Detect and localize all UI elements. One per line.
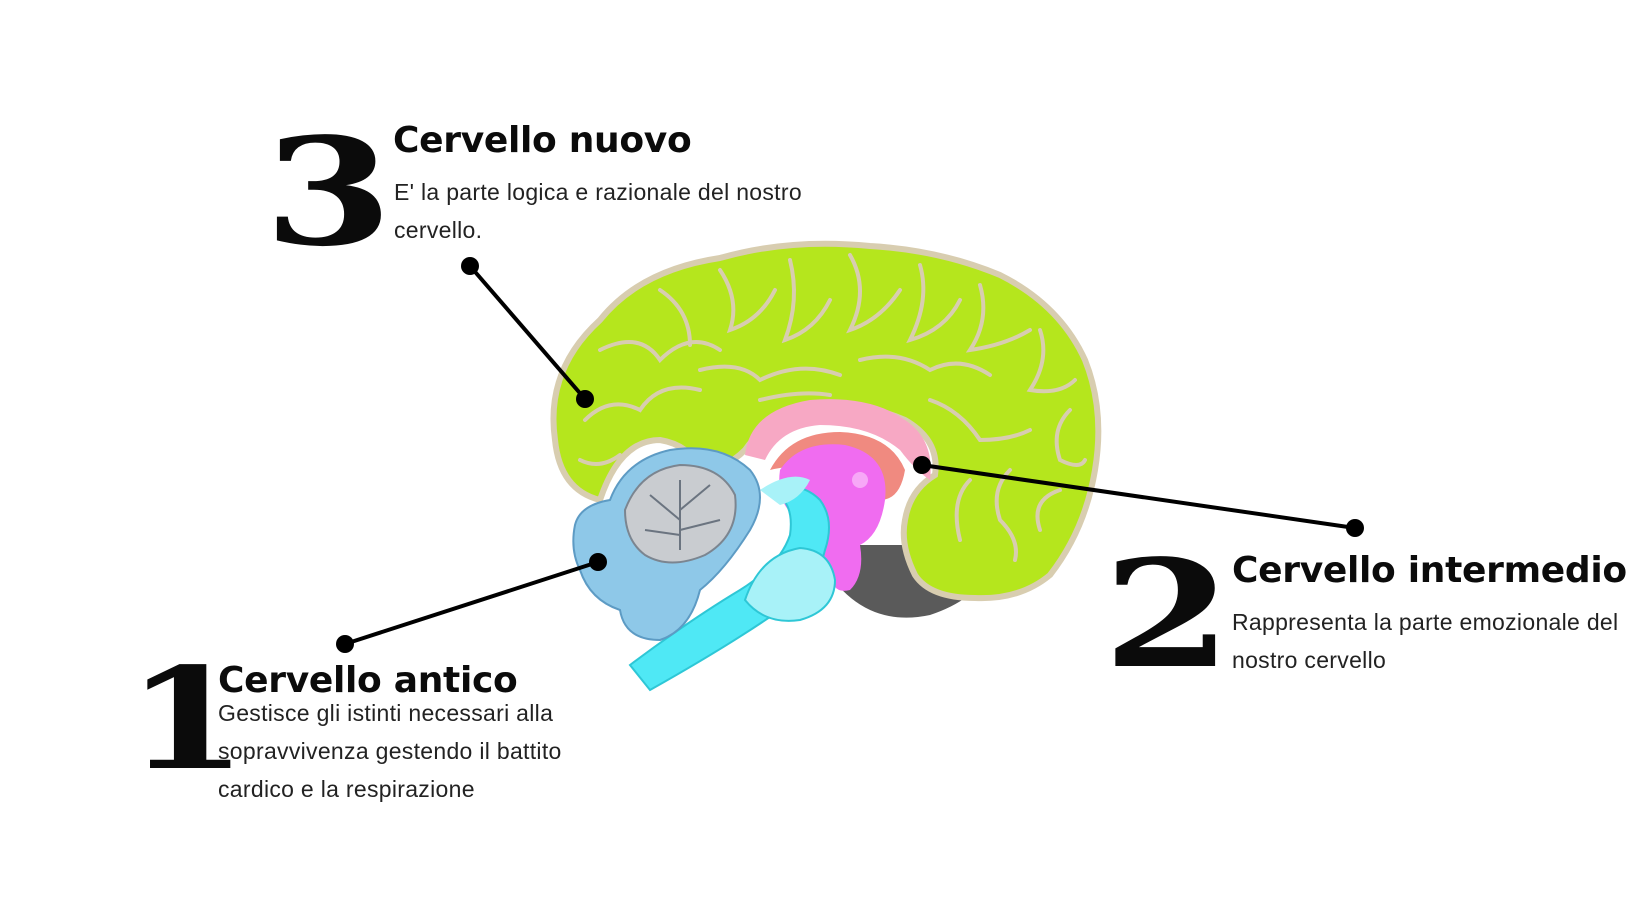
section-desc-middle-brain: Rappresenta la parte emozionale del nost… (1232, 609, 1619, 673)
section-number-1: 1 (126, 638, 248, 802)
brainstem-pons (743, 546, 837, 622)
section-title-old-brain: Cervello antico (218, 660, 518, 701)
pineal-dot (852, 472, 868, 488)
section-title-new-brain: Cervello nuovo (393, 120, 692, 161)
limbic-cingulate (745, 399, 931, 480)
section-title-middle-brain: Cervello intermedio (1232, 550, 1627, 591)
section-desc-old-brain: Gestisce gli istinti necessari alla sopr… (218, 700, 562, 802)
section-number-2: 2 (1103, 527, 1232, 701)
cerebellum-arbor (644, 480, 721, 550)
section-desc-new-brain: E' la parte logica e razionale del nostr… (394, 179, 802, 243)
section-number-3: 3 (264, 105, 393, 279)
leader-lines (336, 257, 1364, 653)
cortex-gyri (578, 253, 1087, 562)
brainstem-upper (760, 476, 810, 505)
